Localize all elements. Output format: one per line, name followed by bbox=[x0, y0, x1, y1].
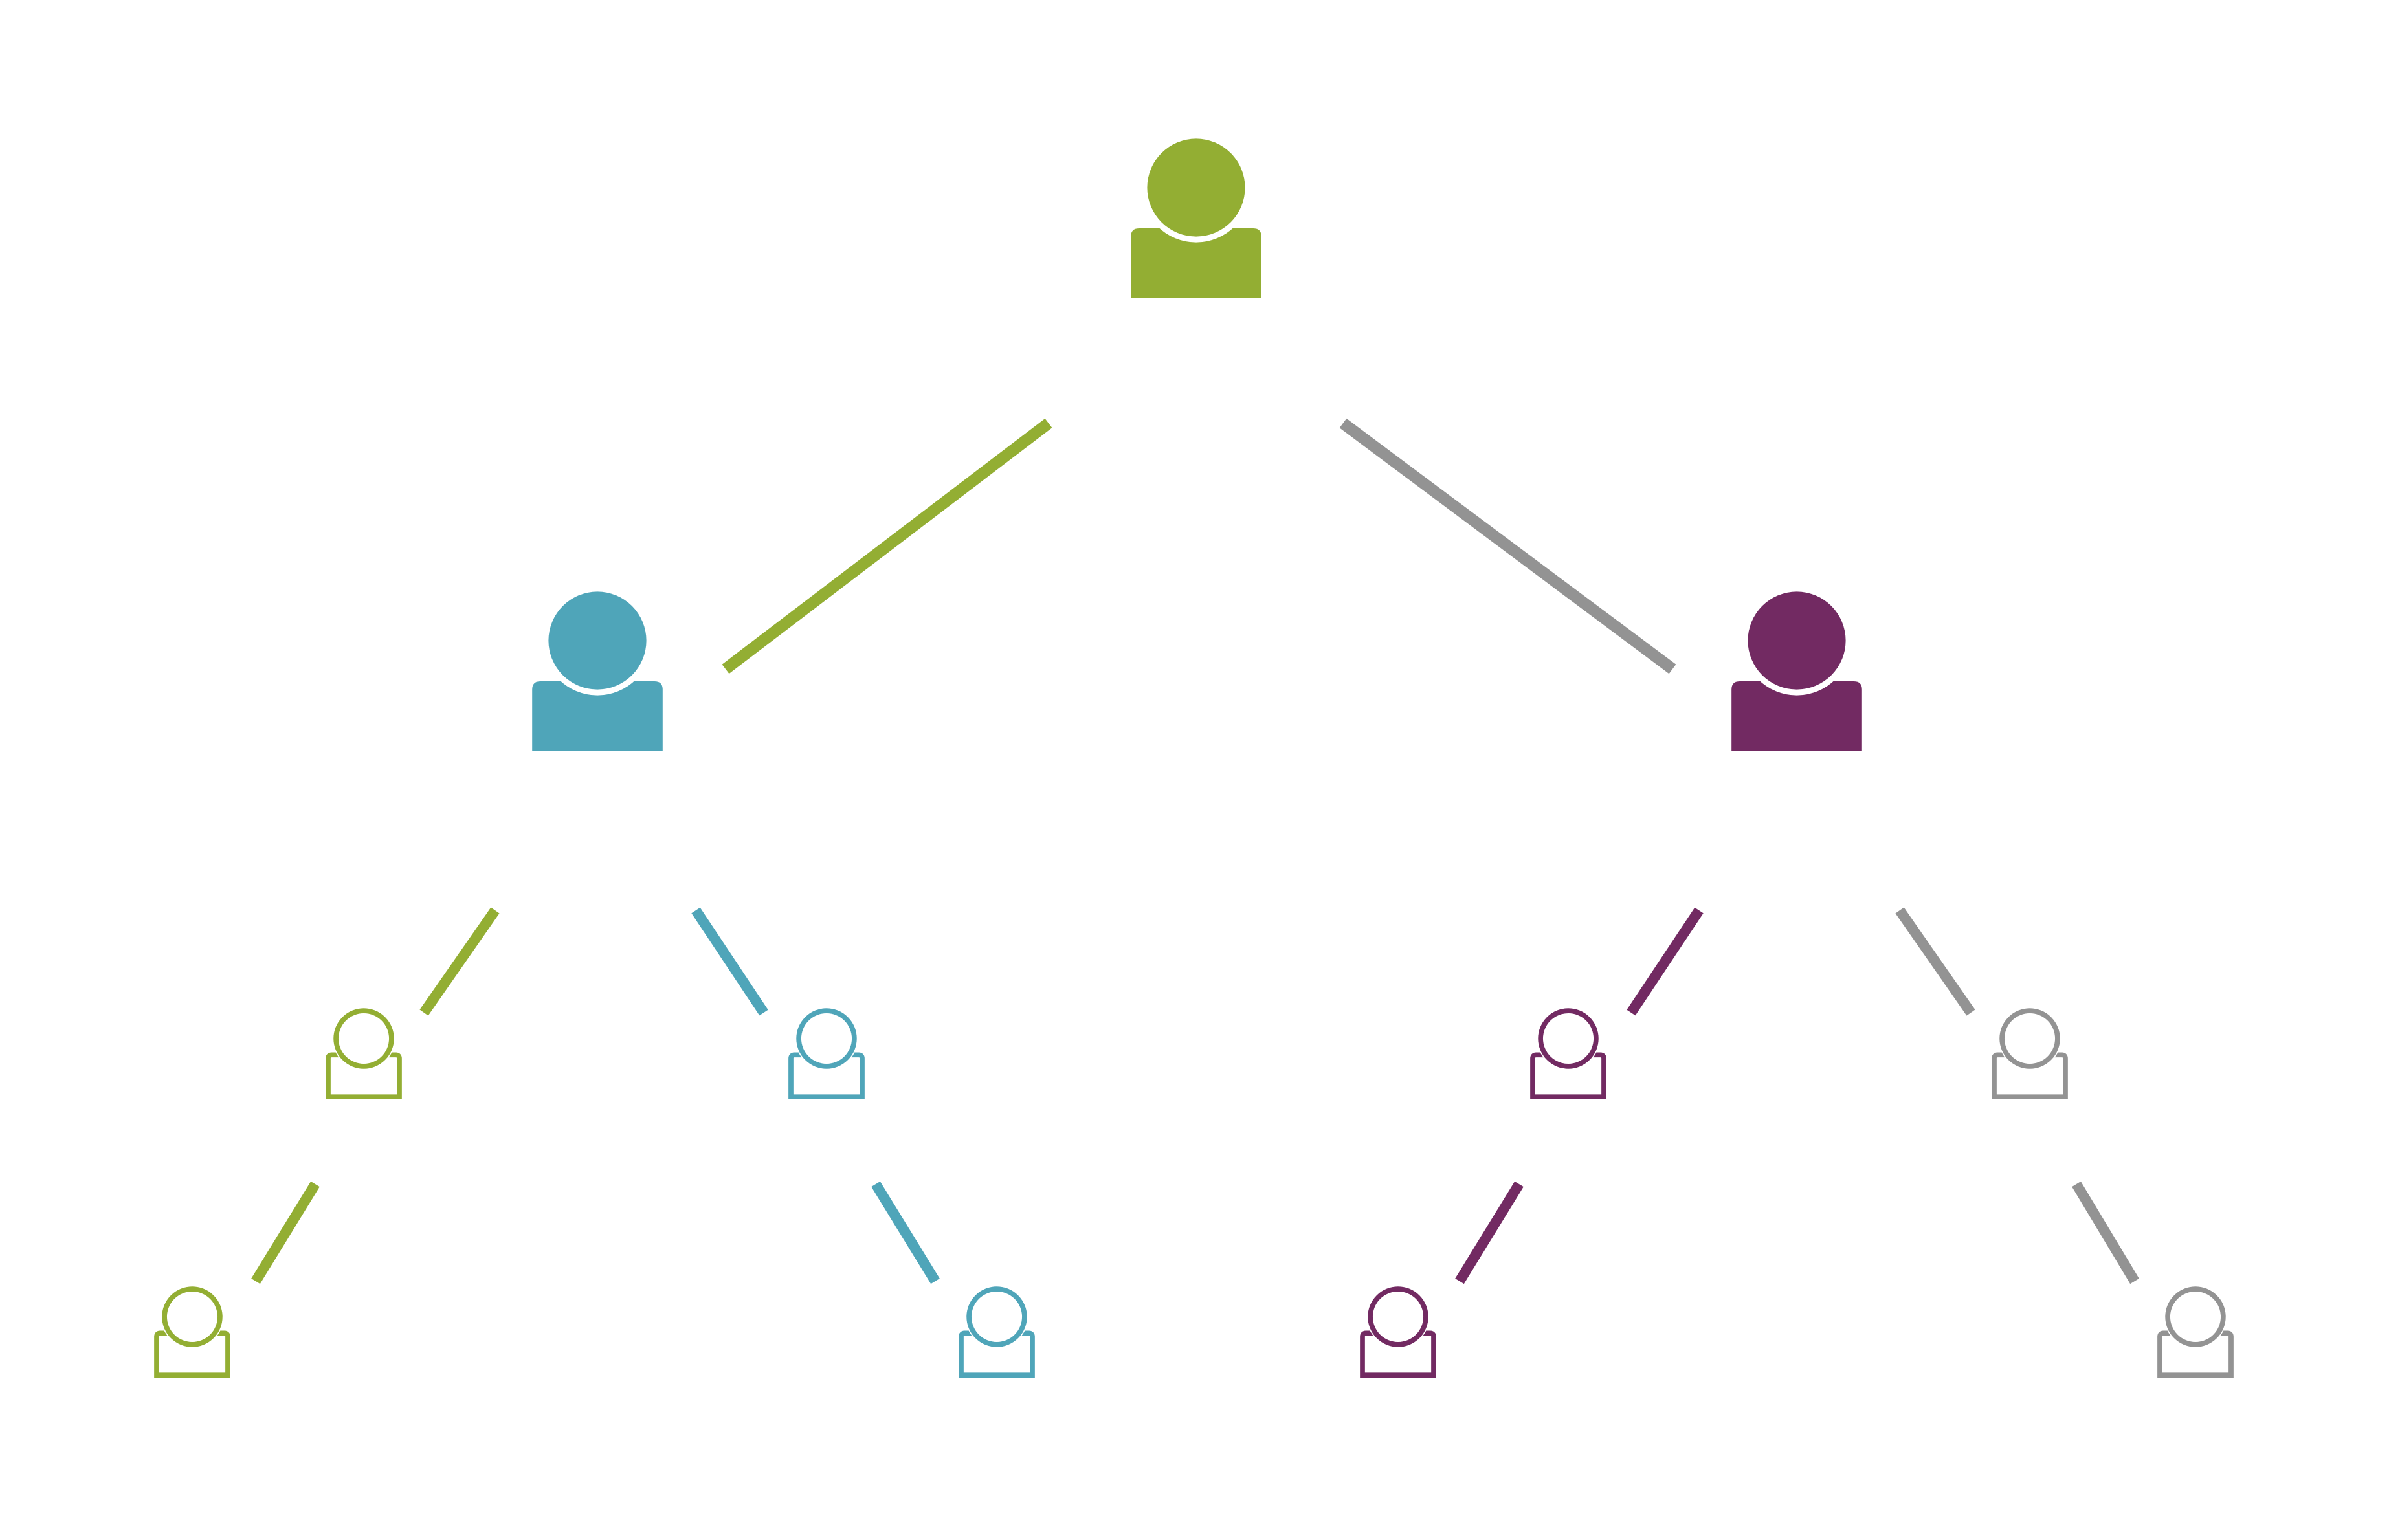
person-head bbox=[1999, 1008, 2060, 1069]
person-head bbox=[796, 1008, 857, 1069]
person-head bbox=[1748, 591, 1846, 690]
person-body bbox=[1530, 1052, 1606, 1100]
person-head bbox=[548, 591, 647, 690]
people-layer bbox=[154, 133, 2234, 1378]
person-head bbox=[1538, 1008, 1599, 1069]
connector-purple-outline-to-purple-leaf bbox=[1455, 1181, 1524, 1284]
person-outline-icon-teal-leaf bbox=[959, 1285, 1035, 1378]
person-outline-icon-gray-leaf bbox=[2157, 1285, 2234, 1378]
connector-teal-to-green-outline bbox=[419, 907, 500, 1016]
connector-layer bbox=[251, 418, 2139, 1284]
person-body bbox=[959, 1330, 1035, 1378]
connector-root-to-purple bbox=[1339, 418, 1676, 674]
person-outline-icon-green bbox=[326, 1007, 402, 1100]
person-body bbox=[2157, 1330, 2234, 1378]
connector-purple-to-gray-outline bbox=[1895, 907, 1975, 1016]
person-head bbox=[1368, 1286, 1428, 1347]
person-outline-icon-green-leaf bbox=[154, 1285, 230, 1378]
person-outline-icon-gray bbox=[1992, 1007, 2068, 1100]
person-body bbox=[788, 1052, 865, 1100]
person-body bbox=[154, 1330, 230, 1378]
person-body bbox=[326, 1052, 402, 1100]
person-body bbox=[1992, 1052, 2068, 1100]
person-body bbox=[1131, 228, 1261, 298]
person-head bbox=[333, 1008, 394, 1069]
connector-purple-to-purple-outline bbox=[1627, 907, 1704, 1016]
connector-root-to-teal bbox=[722, 418, 1052, 674]
connector-teal-to-teal-outline bbox=[691, 907, 768, 1016]
person-body bbox=[1360, 1330, 1436, 1378]
person-icon-purple bbox=[1731, 586, 1862, 751]
person-outline-icon-purple bbox=[1530, 1007, 1606, 1100]
person-head bbox=[1147, 138, 1245, 237]
person-head bbox=[2165, 1286, 2226, 1347]
person-icon-root bbox=[1131, 133, 1261, 298]
person-head bbox=[966, 1286, 1027, 1347]
person-head bbox=[162, 1286, 223, 1347]
person-icon-teal bbox=[532, 586, 663, 751]
person-outline-icon-teal bbox=[788, 1007, 865, 1100]
person-body bbox=[532, 681, 663, 751]
connector-teal-outline-to-teal-leaf bbox=[871, 1181, 940, 1284]
person-outline-icon-purple-leaf bbox=[1360, 1285, 1436, 1378]
person-body bbox=[1731, 681, 1862, 751]
connector-gray-outline-to-gray-leaf bbox=[2072, 1181, 2139, 1284]
connector-green-outline-to-green-leaf bbox=[251, 1181, 320, 1284]
